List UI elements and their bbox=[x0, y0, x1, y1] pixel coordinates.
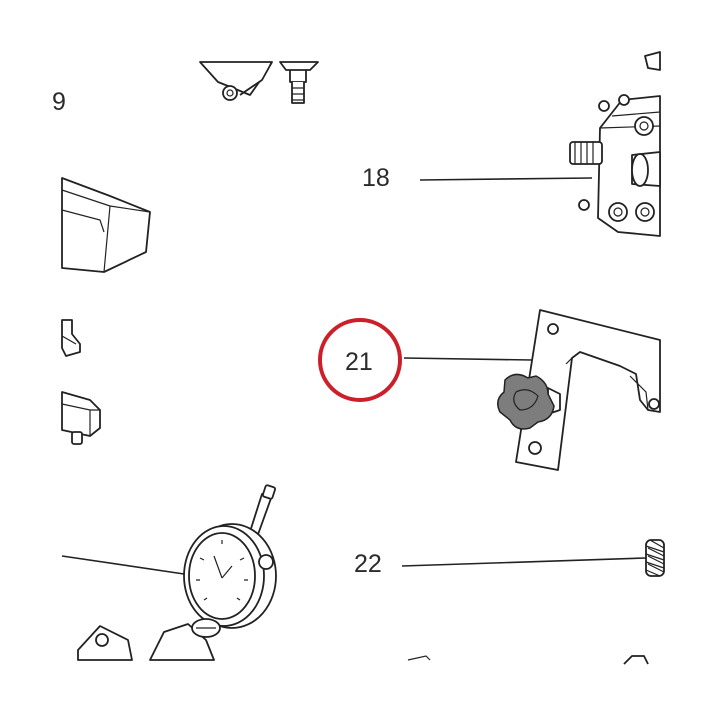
leader-line-21 bbox=[403, 357, 533, 361]
leader-line-dial bbox=[61, 555, 185, 575]
callout-label-19-partial: 9 bbox=[52, 88, 66, 116]
clamp-icon bbox=[61, 319, 101, 445]
flange-icon bbox=[569, 51, 661, 237]
tray-icon bbox=[61, 177, 151, 273]
callout-label-18: 18 bbox=[362, 164, 390, 192]
callout-label-22: 22 bbox=[354, 550, 382, 578]
adapter-block-icon bbox=[199, 61, 319, 104]
leader-line-22 bbox=[401, 557, 647, 567]
knob-bracket-icon bbox=[497, 309, 661, 471]
knurled-nut-icon bbox=[645, 539, 665, 577]
callout-highlight-ring bbox=[318, 318, 402, 402]
leader-line-18 bbox=[419, 177, 593, 181]
bottom-part-fragments bbox=[407, 655, 649, 665]
dial-gauge-icon bbox=[77, 484, 277, 661]
callout-label-21: 21 bbox=[345, 348, 373, 376]
